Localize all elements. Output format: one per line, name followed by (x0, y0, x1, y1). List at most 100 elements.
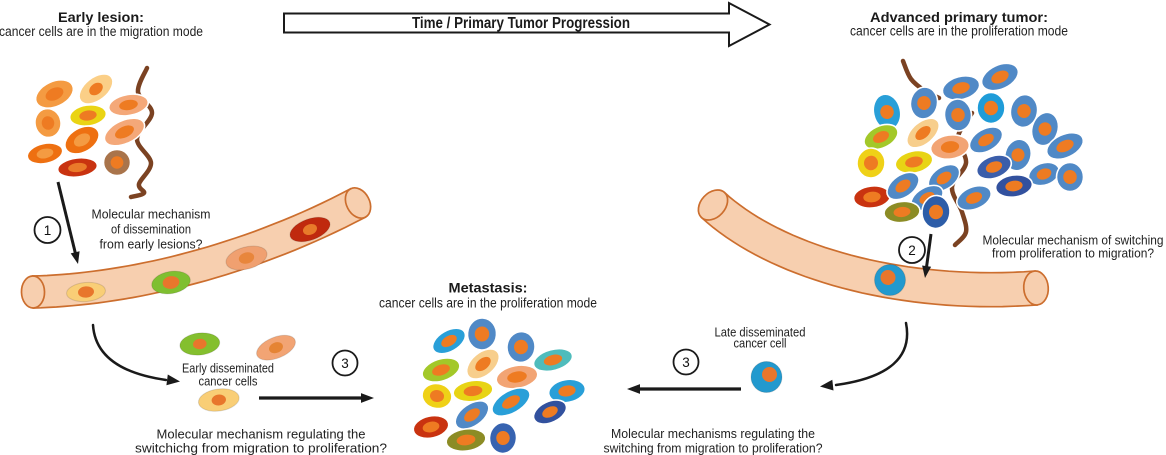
early-lesion-subtitle: cancer cells are in the migration mode (0, 24, 203, 39)
dissemination-line-3: from early lesions? (100, 237, 203, 252)
switching-line-1: Molecular mechanism of switching (983, 232, 1164, 247)
cell-nucleus (441, 334, 457, 348)
cell (1030, 111, 1060, 147)
switch-left-line-2: switchichg from migration to proliferati… (135, 441, 387, 455)
cell (421, 357, 461, 383)
cell-nucleus (496, 430, 510, 446)
cell-nucleus (36, 148, 54, 159)
cell-nucleus (456, 434, 476, 446)
cell (532, 399, 568, 425)
cell-nucleus (432, 364, 450, 376)
cell-nucleus (73, 133, 91, 147)
cell (976, 91, 1006, 125)
late-disseminated-line-1: Late disseminated (715, 325, 806, 340)
banner-label: Time / Primary Tumor Progression (412, 15, 630, 32)
cell (886, 171, 920, 201)
cell (927, 163, 961, 193)
cell-nucleus (238, 252, 255, 264)
dissemination-annotation: Molecular mechanism of dissemination fro… (92, 207, 211, 252)
step3-left-arrow (259, 393, 374, 403)
cell-nucleus (1017, 103, 1031, 119)
cell-nucleus (429, 389, 445, 403)
cell (883, 200, 921, 224)
cell-nucleus (475, 356, 491, 372)
step3-right-arrow (627, 384, 741, 394)
cells-layer (26, 62, 1085, 455)
late-disseminated-line-2: cancer cell (734, 335, 787, 350)
cell-nucleus (41, 116, 55, 130)
cell-nucleus (422, 421, 440, 433)
cell (103, 117, 146, 147)
cell-nucleus (863, 191, 881, 203)
switch-left-line-1: Molecular mechanism regulating the (157, 426, 366, 441)
dissemination-line-2: of dissemination (111, 222, 191, 237)
cell (975, 154, 1013, 180)
metastasis-heading: Metastasis: cancer cells are in the prol… (379, 280, 597, 311)
extravasation-right-curve-shaft (834, 321, 909, 387)
cell (906, 117, 940, 149)
dissemination-line-1: Molecular mechanism (92, 207, 211, 222)
cell (34, 107, 62, 139)
metastasis-cluster (412, 317, 587, 455)
cell-nucleus (917, 95, 931, 111)
time-progression-banner: Time / Primary Tumor Progression (283, 1, 772, 48)
cell (495, 364, 539, 390)
cell-nucleus (89, 82, 103, 96)
cell-nucleus (863, 155, 879, 171)
cell-nucleus (1056, 139, 1074, 153)
cell (909, 86, 939, 120)
cell (78, 73, 114, 105)
arrowhead (922, 265, 932, 278)
cell-nucleus (211, 394, 226, 406)
cell (980, 62, 1020, 92)
cell-nucleus (952, 82, 970, 94)
arrows-layer (56, 181, 933, 403)
step-number: 3 (341, 356, 349, 371)
cell-nucleus (79, 110, 97, 121)
cell (102, 148, 132, 177)
cell-nucleus (463, 385, 483, 397)
cell-nucleus (762, 367, 777, 382)
advanced-tumor-subtitle: cancer cells are in the proliferation mo… (850, 24, 1068, 39)
cell-nucleus (978, 133, 994, 147)
advanced-tumor-cluster (852, 62, 1085, 230)
cell-nucleus (1036, 168, 1052, 180)
cell (894, 149, 934, 175)
banner-arrow-shape (283, 1, 772, 48)
right-vessel (697, 189, 1050, 308)
cell-nucleus (543, 354, 563, 366)
cell-nucleus (928, 204, 944, 220)
cell-nucleus (513, 339, 529, 355)
cell (225, 245, 268, 271)
cell (68, 103, 108, 128)
extravasation-left-curve-shaft (91, 323, 168, 382)
cell-nucleus (542, 406, 558, 418)
cell-nucleus (936, 171, 952, 185)
step-circle (898, 236, 926, 264)
metastasis-title: Metastasis: (449, 280, 528, 296)
cell (454, 400, 490, 430)
extravasation-right-curve (820, 321, 909, 391)
right-vessel-end-cap (1022, 270, 1050, 306)
cell (465, 348, 501, 380)
arrowhead (166, 374, 180, 386)
cell-nucleus (45, 87, 64, 101)
cell-nucleus (269, 342, 283, 354)
cell (26, 142, 64, 165)
cell-nucleus (991, 70, 1009, 84)
switch-right-annotation: Molecular mechanisms regulating the swit… (604, 426, 823, 455)
cell (151, 270, 191, 295)
arrowhead (70, 251, 80, 264)
step-badge-3b: 3 (672, 348, 700, 376)
cell-nucleus (915, 125, 931, 141)
cell (1045, 131, 1085, 161)
cell-nucleus (984, 100, 998, 116)
early-lesion-cluster (26, 73, 150, 179)
step-circle (33, 216, 62, 244)
arrowhead (820, 379, 834, 391)
cell (956, 184, 992, 212)
switching-line-2: from proliferation to migration? (992, 246, 1154, 261)
advanced-tumor-title: Advanced primary tumor: (870, 9, 1048, 25)
